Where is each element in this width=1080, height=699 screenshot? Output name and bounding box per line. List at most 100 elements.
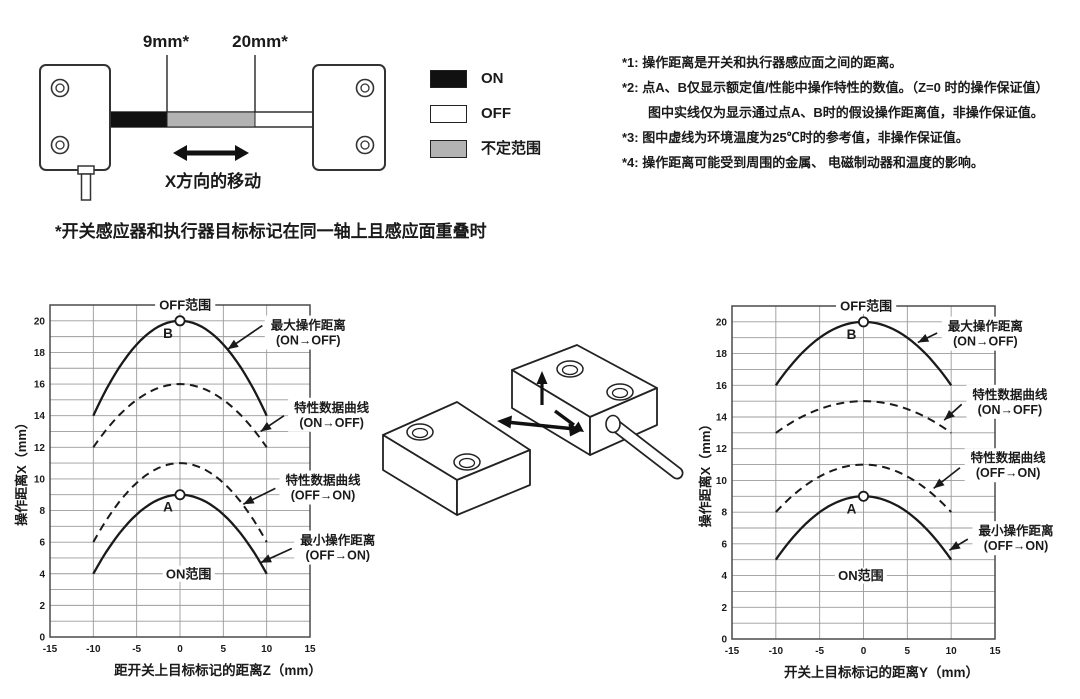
bar-on-segment: [110, 112, 167, 127]
region-label-bg: [162, 565, 215, 582]
y-tick-label: 0: [39, 633, 45, 644]
annotation-bg: [294, 530, 382, 565]
x-tick-label: 0: [177, 644, 183, 655]
annotation-arrowhead-icon: [949, 541, 961, 551]
sensor-block-right: [312, 64, 386, 171]
y-tick-label: 8: [721, 508, 727, 519]
footnote-line: *2: 点A、B仅显示额定值/性能中操作特性的数值。（Z=0 时的操作保证值）: [622, 80, 1049, 95]
x-tick-label: -15: [43, 644, 58, 655]
annotation-bg: [966, 384, 1054, 419]
y-tick-label: 18: [34, 348, 46, 359]
y-tick-label: 6: [39, 538, 45, 549]
annotation-label: 特性数据曲线: [294, 400, 370, 415]
movement-axis-label: X方向的移动: [165, 171, 261, 191]
y-tick-label: 8: [39, 506, 45, 517]
legend-label: 不定范围: [481, 140, 542, 157]
annotation-arrowhead-icon: [260, 554, 272, 563]
annotation-bg: [964, 448, 1052, 483]
x-tick-label: 5: [905, 646, 911, 657]
x-tick-label: 5: [221, 644, 227, 655]
legend-item-on: ON: [430, 70, 541, 88]
annotation-arrowhead-icon: [944, 409, 955, 421]
y-tick-label: 16: [34, 380, 46, 391]
x-axis-title: 距开关上目标标记的距离Z（mm）: [114, 662, 322, 678]
annotation-arrowhead-icon: [243, 495, 255, 505]
screw-hole-icon: [55, 83, 65, 93]
legend-swatch-off: [430, 105, 467, 123]
y-tick-label: 10: [716, 476, 728, 487]
sensor-cable: [605, 414, 684, 480]
annotation-label: 最大操作距离: [948, 319, 1023, 334]
annotation-bg: [288, 397, 376, 432]
x-axis-title: 开关上目标标记的距离Y（mm）: [784, 664, 979, 680]
annotation-arrowhead-icon: [933, 478, 945, 489]
annotation-label: 特性数据曲线: [971, 450, 1047, 465]
point-marker-B: [174, 315, 186, 327]
annotation-bg: [941, 316, 1029, 351]
legend-swatch-on: [430, 70, 467, 88]
sensor-gap-diagram: 9mm* 20mm* X方向的移动: [39, 32, 386, 201]
y-tick-label: 4: [39, 569, 45, 580]
x-tick-label: -5: [132, 644, 141, 655]
y-tick-label: 12: [716, 444, 728, 455]
x-movement-arrow-icon: [173, 145, 249, 161]
y-tick-label: 14: [716, 413, 728, 424]
annotation-label: 最小操作距离: [979, 523, 1054, 538]
annotation-label: 最小操作距离: [300, 533, 375, 548]
legend: ON OFF 不定范围: [430, 70, 541, 158]
point-label-B: B: [847, 327, 857, 342]
y-tick-label: 6: [721, 539, 727, 550]
x-tick-label: 0: [861, 646, 867, 657]
annotation-bg: [264, 315, 352, 350]
y-tick-label: 4: [721, 571, 727, 582]
annotation-label: (ON→OFF): [299, 416, 364, 430]
point-label-B: B: [163, 326, 173, 341]
annotation-label: (OFF→ON): [305, 549, 370, 563]
annotation-label: 最大操作距离: [271, 318, 346, 333]
y-axis-title: 操作距离X（mm）: [14, 416, 29, 526]
annotation-arrowhead-icon: [917, 333, 930, 343]
footnotes: *1: 操作距离是开关和执行器感应面之间的距离。 *2: 点A、B仅显示额定值/…: [622, 50, 1080, 175]
screw-hole-icon: [360, 140, 370, 150]
footnote-line: *4: 操作距离可能受到周围的金属、 电磁制动器和温度的影响。: [622, 155, 984, 170]
x-tick-label: 10: [261, 644, 273, 655]
connector-tab: [77, 165, 95, 175]
annotation-label: 特性数据曲线: [285, 472, 361, 487]
annotation-label: (OFF→ON): [984, 539, 1049, 553]
annotation-bg: [972, 521, 1060, 556]
sensor-3d-drawing: [382, 344, 684, 516]
annotation-arrowhead-icon: [260, 422, 272, 432]
x-tick-label: -5: [815, 646, 824, 657]
region-label: ON范围: [838, 568, 884, 583]
legend-item-undefined: 不定范围: [430, 140, 541, 158]
movement-arrows-icon: [497, 371, 584, 437]
legend-swatch-undefined: [430, 140, 467, 158]
curve-dashed: [775, 463, 952, 513]
curve-dashed: [775, 400, 952, 434]
bar-undefined-segment: [166, 111, 256, 128]
countersunk-hole-icon: [411, 427, 429, 439]
annotation-label: 特性数据曲线: [972, 387, 1048, 402]
y-tick-label: 2: [39, 601, 45, 612]
connector-stem: [80, 173, 92, 201]
y-tick-label: 16: [716, 381, 728, 392]
y-tick-label: 18: [716, 349, 728, 360]
curve-dashed: [92, 382, 268, 448]
point-marker-A: [857, 490, 869, 502]
footnote-line: *3: 图中虚线为环境温度为25℃时的参考值，非操作保证值。: [622, 130, 969, 145]
y-tick-label: 20: [716, 317, 728, 328]
region-label: OFF范围: [840, 299, 892, 314]
sensor-block-left: [39, 64, 111, 171]
region-label: OFF范围: [159, 298, 211, 313]
screw-hole-icon: [360, 83, 370, 93]
footnote-line: *1: 操作距离是开关和执行器感应面之间的距离。: [622, 55, 903, 70]
point-marker-A: [174, 489, 186, 501]
y-tick-label: 2: [721, 603, 727, 614]
point-label-A: A: [847, 501, 857, 516]
curve-dashed: [92, 462, 268, 543]
annotation-label: (ON→OFF): [953, 335, 1018, 349]
